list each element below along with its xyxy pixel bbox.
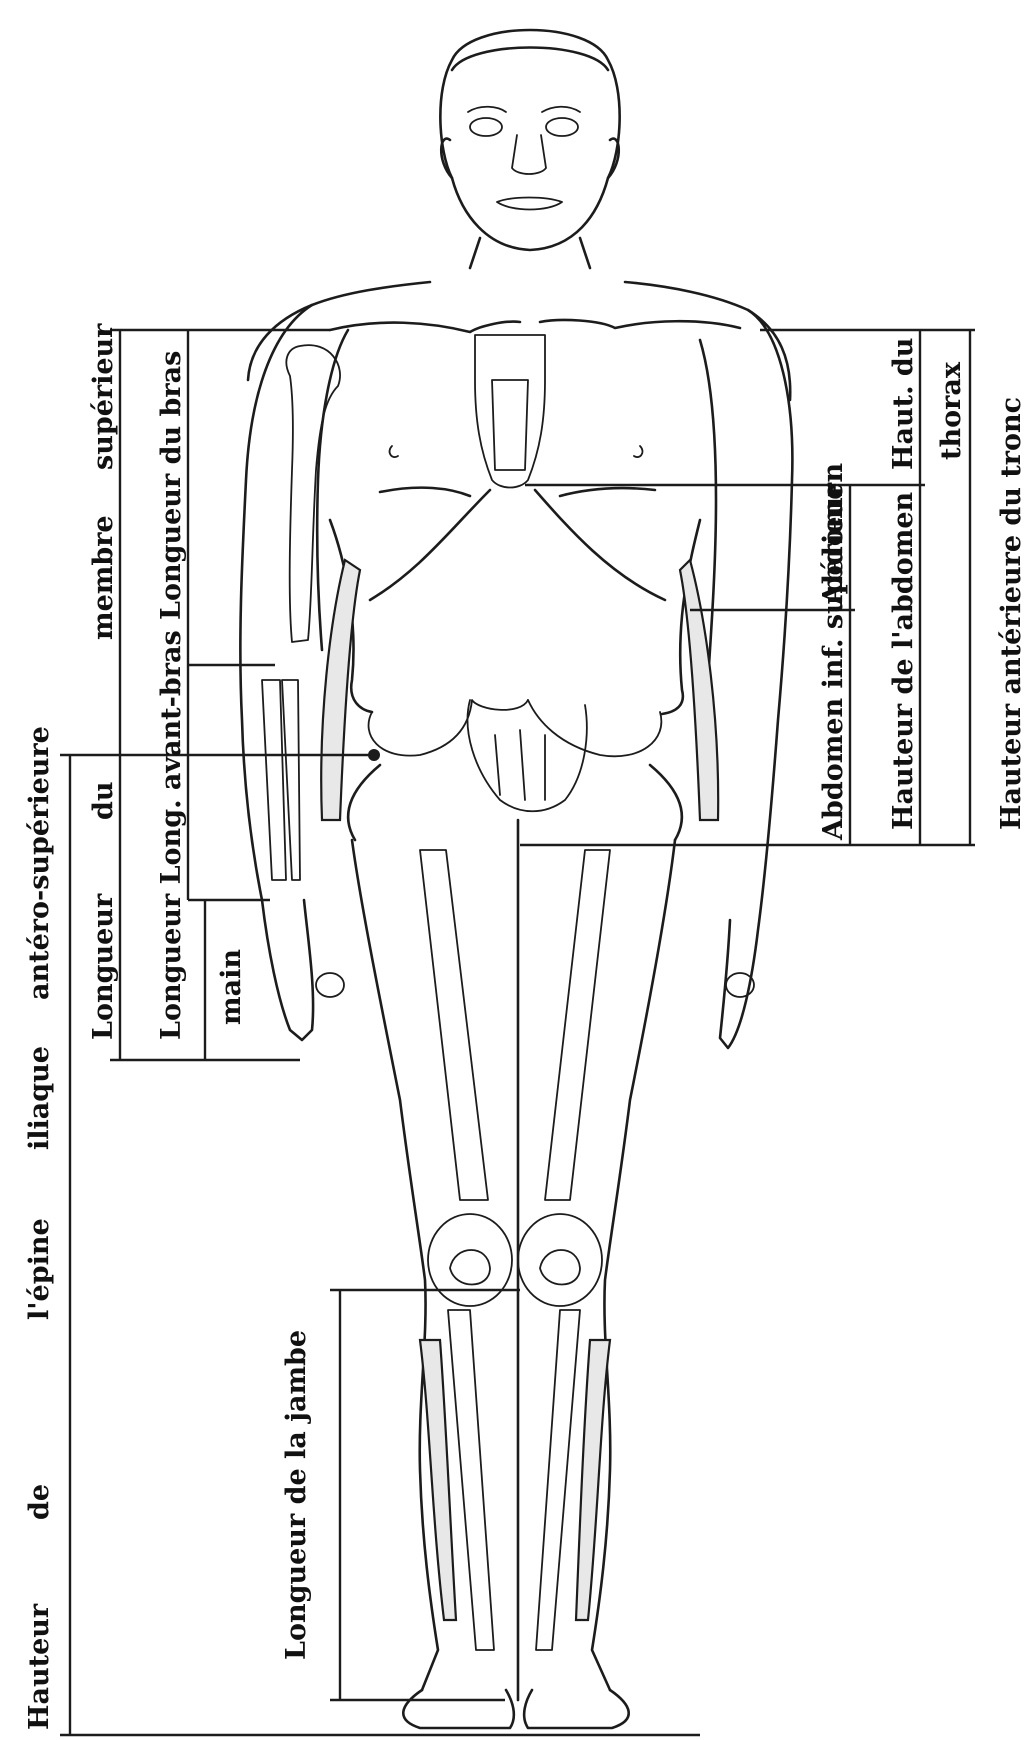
label-hauteur-1: Hauteur (24, 1603, 55, 1730)
label-longueur-jambe: Longueur de la jambe (281, 1330, 312, 1660)
label-iliac-height: Hauteur de l'épine iliaque antéro-supéri… (24, 726, 55, 1730)
label-superieur-1: supérieur (88, 323, 119, 470)
left-arm-drawing (240, 305, 360, 1040)
label-longueur-bras: Longueur du bras (156, 351, 187, 620)
head-drawing (440, 30, 619, 268)
label-longueur-avant-bras: Longueur Long. avant-bras (156, 630, 187, 1040)
label-longueur-1: Longueur (88, 893, 119, 1040)
label-hauteur-tronc: Hauteur antérieure du tronc (996, 397, 1027, 830)
label-arm-length: Longueur du membre supérieur (88, 323, 119, 1040)
label-epine: l'épine (24, 1218, 55, 1320)
label-main: main (216, 949, 247, 1025)
label-du-1: du (88, 781, 119, 820)
label-abdomen-inf-sup: Abdomen inf. supérieur (818, 482, 849, 841)
label-antero-superieure: antéro-supérieure (24, 726, 55, 1000)
iliac-spine-marker (368, 749, 380, 761)
label-thorax: thorax (936, 361, 967, 460)
label-iliaque: iliaque (24, 1046, 55, 1150)
label-membre: membre (88, 515, 119, 640)
label-haut-du: Haut. du (888, 338, 919, 470)
label-de-1: de (24, 1484, 55, 1520)
label-hauteur-abdomen: Hauteur de l'abdomen (888, 491, 919, 830)
legs-drawing (352, 820, 675, 1728)
right-arm-drawing (680, 310, 792, 1048)
